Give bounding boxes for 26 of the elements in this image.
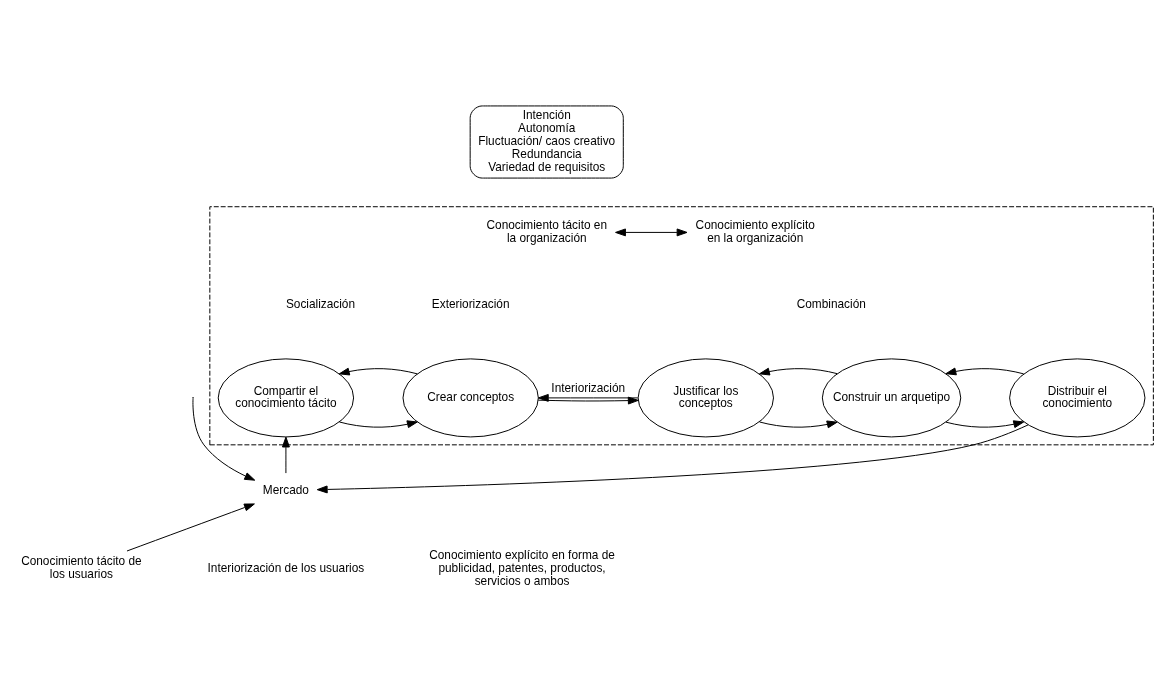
arrow xyxy=(759,367,838,376)
label: Socialización xyxy=(285,296,356,311)
label: Interiorización de los usuarios xyxy=(207,560,365,575)
arrow xyxy=(126,503,255,552)
arrow xyxy=(338,420,418,429)
node-text: Conocimiento tácito en la organización xyxy=(486,218,607,245)
label: Combinación xyxy=(796,296,866,311)
edge-label: Interiorización xyxy=(551,380,626,395)
node-ellipse: Compartir el conocimiento tácito xyxy=(217,358,355,438)
arrow xyxy=(537,393,639,402)
arrow xyxy=(338,367,418,376)
arrow xyxy=(192,398,256,481)
node-ellipse: Crear conceptos xyxy=(402,358,539,438)
arrow xyxy=(615,228,688,237)
arrow xyxy=(945,367,1025,376)
arrow xyxy=(945,420,1025,429)
node-text: Conocimiento tácito de los usuarios xyxy=(21,554,142,582)
label: Exteriorización xyxy=(431,296,510,311)
node-box: Intención Autonomía Fluctuación/ caos creativo Redundancia Variedad de requisitos xyxy=(469,105,624,179)
node-text: Conocimiento explícito en la organización xyxy=(695,218,815,245)
node-text: Mercado xyxy=(262,483,309,498)
arrow xyxy=(316,424,1029,494)
node-ellipse: Construir un arquetipo xyxy=(821,358,962,438)
label: Conocimiento explícito en forma de publicidad, patentes, productos, servicios o ambos xyxy=(429,548,615,588)
arrow xyxy=(759,420,838,429)
arrow xyxy=(281,436,290,474)
